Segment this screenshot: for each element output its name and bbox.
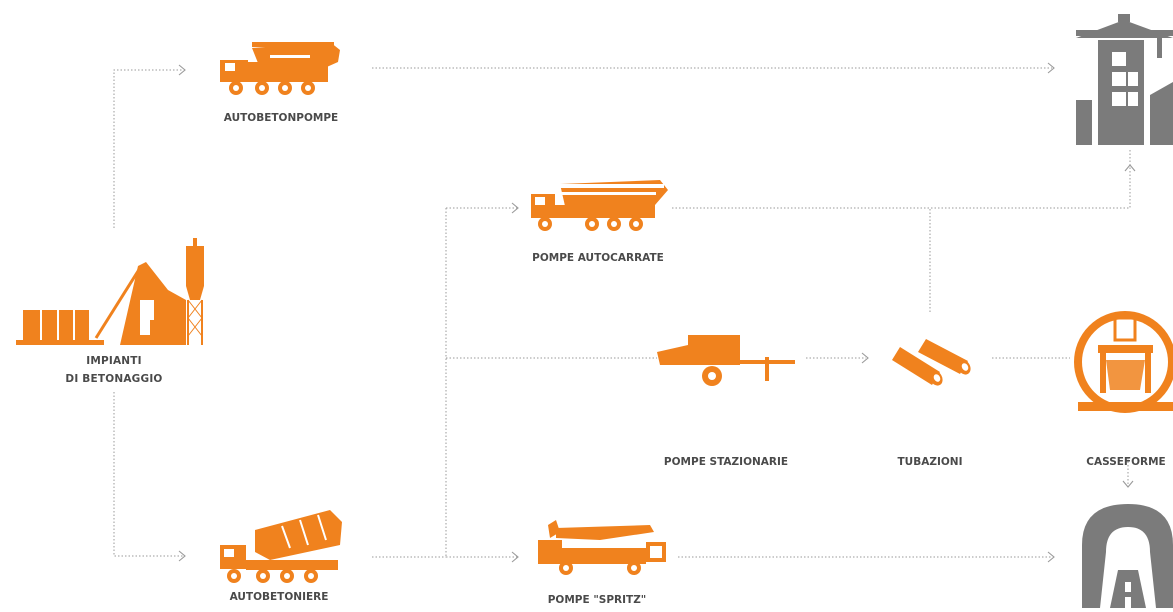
- arrow-head: [511, 202, 519, 214]
- arrow-head: [1122, 480, 1134, 488]
- arrow-head: [178, 64, 186, 76]
- batching-plant-icon: [16, 238, 204, 345]
- label-plant-line2: DI BETONAGGIO: [65, 373, 162, 385]
- label-pompe-spritz: POMPE "SPRITZ": [548, 594, 647, 606]
- tunnel-formwork-icon: [1074, 311, 1173, 413]
- arrow-head: [511, 551, 519, 563]
- arrow-head: [1047, 62, 1055, 74]
- label-casseforme: CASSEFORME: [1086, 456, 1165, 468]
- tunnel-icon: [1082, 504, 1173, 608]
- pipes-icon: [892, 339, 971, 386]
- building-construction-icon: [1076, 14, 1173, 145]
- trailer-pump-icon: [657, 335, 795, 386]
- connector-autocarrate-to-building: [672, 150, 1131, 209]
- label-tubazioni: TUBAZIONI: [898, 456, 963, 468]
- arrow-head: [861, 352, 869, 364]
- truck-mounted-concrete-pump-icon: [531, 180, 668, 231]
- label-pompe-stazionarie: POMPE STAZIONARIE: [664, 456, 788, 468]
- connector-plant-to-autobetoniere: [113, 392, 183, 557]
- label-pompe-autocarrate: POMPE AUTOCARRATE: [532, 252, 664, 264]
- arrow-head: [178, 550, 186, 562]
- label-plant-line1: IMPIANTI: [86, 355, 142, 367]
- mixer-truck-icon: [220, 510, 342, 583]
- connectors: [113, 62, 1136, 563]
- connector-plant-to-autobetonpompe: [113, 69, 183, 228]
- arrow-head: [1047, 551, 1055, 563]
- shotcrete-pump-icon: [538, 520, 666, 575]
- arrow-head: [1124, 164, 1136, 172]
- truck-mounted-pump-icon: [220, 42, 340, 95]
- label-autobetonpompe: AUTOBETONPOMPE: [224, 112, 338, 124]
- label-autobetoniere: AUTOBETONIERE: [230, 591, 329, 603]
